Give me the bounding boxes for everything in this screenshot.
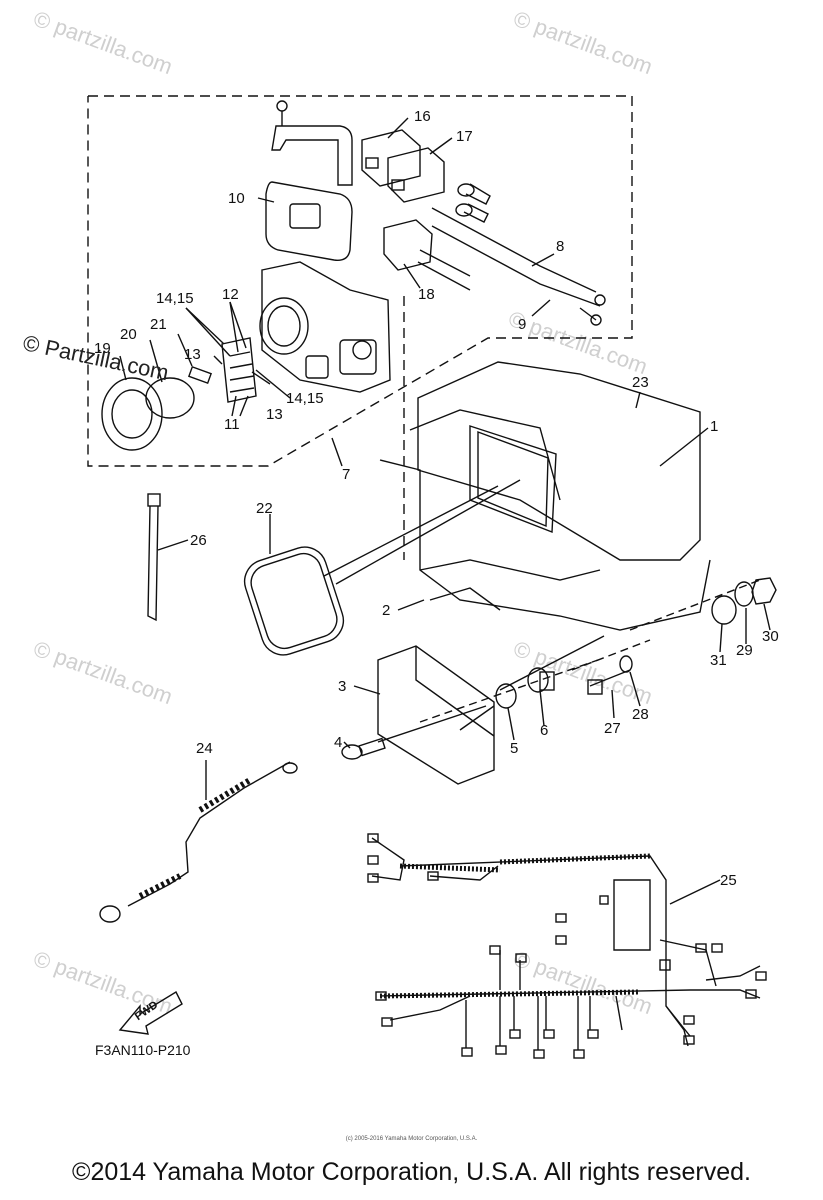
callout-18: 18 (418, 286, 435, 303)
small-credit: (c) 2005-2016 Yamaha Motor Corporation, … (345, 1136, 478, 1142)
callout-10: 10 (228, 190, 245, 207)
callout-20: 20 (120, 326, 137, 343)
callout-3: 3 (338, 678, 347, 695)
bracket-part (271, 125, 353, 186)
bolt-part (377, 705, 487, 743)
cap-part (101, 377, 163, 451)
callout-29: 29 (736, 642, 753, 659)
callout-14-15b: 14,15 (286, 390, 324, 407)
callout-13a: 13 (184, 346, 201, 363)
sensor-part (383, 219, 433, 271)
fuse-holder-part (221, 337, 257, 403)
callout-25: 25 (720, 872, 737, 889)
cable-part (431, 225, 601, 307)
ecu-part (377, 645, 495, 785)
case-lower (379, 459, 711, 631)
spacer-part (711, 595, 737, 625)
o-ring-part (145, 377, 195, 419)
housing-part (261, 261, 391, 393)
bolt-part (589, 669, 631, 687)
callout-24: 24 (196, 740, 213, 757)
callout-9: 9 (518, 316, 527, 333)
callout-30: 30 (762, 628, 779, 645)
callout-2: 2 (382, 602, 391, 619)
case-window (469, 425, 557, 534)
callout-1: 1 (710, 418, 719, 435)
callout-11a: 11 (224, 416, 240, 433)
callout-7: 7 (342, 466, 351, 483)
callout-27: 27 (604, 720, 621, 737)
cable-part (431, 207, 597, 293)
callout-8: 8 (556, 238, 565, 255)
callout-21: 21 (150, 316, 167, 333)
cable-part (417, 261, 471, 291)
callout-26: 26 (190, 532, 207, 549)
fwd-arrow (118, 991, 183, 1035)
callout-12: 12 (222, 286, 239, 303)
reference-code: F3AN110-P210 (95, 1042, 191, 1058)
callout-28: 28 (632, 706, 649, 723)
callout-31: 31 (710, 652, 727, 669)
relay-part (361, 129, 421, 187)
callout-17: 17 (456, 128, 473, 145)
callout-16: 16 (414, 108, 431, 125)
assembly-boundary (87, 95, 633, 467)
callout-5: 5 (510, 740, 519, 757)
copyright-footer: ©2014 Yamaha Motor Corporation, U.S.A. A… (72, 1158, 751, 1186)
callout-14-15a: 14,15 (156, 290, 194, 307)
callout-19: 19 (94, 340, 111, 357)
case-part (417, 361, 701, 561)
callout-13b: 13 (266, 406, 283, 423)
battery-cable-part (127, 761, 291, 907)
cable-part (419, 249, 471, 277)
callout-22: 22 (256, 500, 273, 517)
tie-strap-part (147, 493, 161, 507)
callout-6: 6 (540, 722, 549, 739)
relay-part (387, 147, 445, 203)
callout-4: 4 (334, 734, 343, 751)
callout-23: 23 (632, 374, 649, 391)
cover-part (265, 181, 353, 261)
gasket-part (243, 546, 345, 656)
